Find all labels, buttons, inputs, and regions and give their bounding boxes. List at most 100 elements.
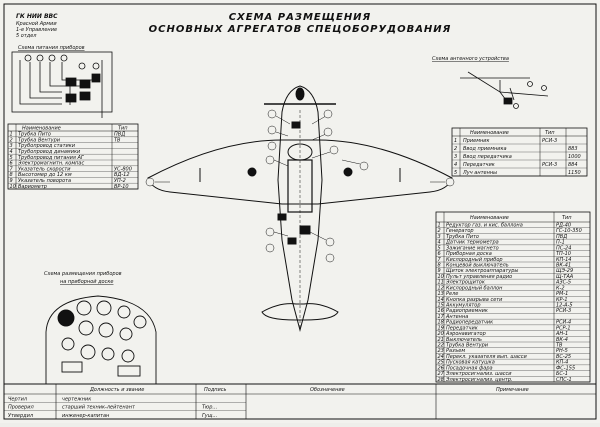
equip-row-type: СПС-1	[556, 377, 572, 383]
tb-row-duty: инженер-капитан	[62, 413, 110, 419]
tb-col-sign: Подпись	[204, 387, 227, 393]
equip-row-name: Передатчик	[446, 325, 478, 331]
pitot-row-type: ВР-10	[114, 184, 129, 190]
pitot-row-name: Трубка Пито	[18, 132, 51, 138]
equip-row-name: Электрощиток	[445, 280, 485, 286]
equip-row-name: Датчик термометра	[445, 240, 499, 246]
pitot-row-name: Электромагнитн. компас	[17, 161, 84, 167]
equip-row-name: Реле	[446, 291, 458, 297]
org-line2: Красной Армии	[16, 21, 57, 27]
equip-row-type: РМ-1	[556, 291, 568, 297]
equip-row-name: Электросигнализ. шасси	[445, 371, 512, 377]
equip-row-num: 17	[438, 314, 445, 320]
equip-row-name: Разъем	[446, 348, 465, 354]
antenna-col-type: Тип	[545, 130, 555, 136]
equip-row-name: Электросигнализ. центр.	[445, 377, 513, 383]
equip-row-type: ТП-10	[556, 251, 571, 257]
equip-row-name: Пусковая катушка	[446, 360, 495, 366]
pitot-row-type: УС-800	[114, 166, 132, 172]
equip-row-name: Пульт управления радио	[446, 274, 512, 280]
equip-row-type: РСИ-3	[556, 308, 571, 314]
aircraft-fuselage	[277, 85, 323, 332]
tb-row-sign: Тюр...	[202, 405, 217, 411]
equip-row-num: 13	[438, 291, 444, 297]
pitot-scheme	[11, 51, 113, 118]
equip-row-num: 15	[438, 303, 444, 309]
pitot-row-name: Трубка Вентури	[18, 137, 61, 143]
panel-caption-2: на приборной доске	[60, 279, 113, 285]
pitot-row-name: Трубопровод статики	[18, 143, 76, 149]
gauge-7	[98, 322, 114, 338]
tb-row-role: Чертил	[8, 396, 28, 402]
equip-row-type: ВК-41	[556, 263, 571, 269]
gauge-1	[57, 309, 75, 327]
aircraft-wings	[147, 139, 453, 205]
equip-row-num: 22	[438, 343, 444, 349]
equip-row-name: Радиоприемник	[446, 308, 488, 314]
equip-row-name: Трубка Пито	[446, 234, 479, 240]
equip-row-type: КП-4	[556, 360, 568, 366]
equip-row-num: 16	[438, 308, 444, 314]
equip-row-num: 21	[438, 337, 444, 343]
antenna-row-name: Луч антенны	[462, 170, 497, 176]
equip-row-type: К-2	[556, 285, 565, 291]
tb-row-role: Проверил	[8, 405, 34, 411]
antenna-row-num: 5	[454, 170, 457, 176]
pitot-row-num: 2	[10, 137, 13, 143]
equip-row-type: П-1	[556, 240, 565, 246]
equip-row-num: 27	[438, 371, 445, 377]
antenna-row-code: 884	[568, 162, 578, 168]
equip-row-num: 4	[438, 240, 441, 246]
equip-row-name: Щиток электроаппаратуры	[446, 268, 518, 274]
org-line4: 5 отдел	[16, 33, 37, 39]
equip-row-type: Щ-ТАА	[556, 274, 574, 280]
pitot-row-num: 5	[10, 155, 13, 161]
antenna-row-code: 883	[568, 146, 578, 152]
equip-row-type: КП-14	[556, 257, 571, 263]
gauge-2	[76, 300, 92, 316]
tb-row-duty: чертежник	[62, 396, 91, 402]
tb-row-role: Утвердил	[8, 413, 34, 419]
equip-row-num: 23	[438, 348, 444, 354]
equip-row-name: Кнопка разрыва сети	[446, 297, 503, 303]
pitot-caption: Схема питания приборов	[18, 45, 85, 51]
tb-col-note: Примечание	[496, 387, 529, 393]
equip-row-num: 18	[438, 320, 444, 326]
equip-row-num: 3	[438, 234, 441, 240]
pitot-row-name: Трубопровод питания АГ	[18, 155, 85, 161]
pitot-col-type: Тип	[118, 126, 128, 132]
antenna-row-num: 1	[454, 138, 457, 144]
antenna-row-code: 1000	[568, 154, 581, 160]
tb-col-desig: Обозначение	[310, 387, 345, 393]
equip-col-name: Наименование	[470, 215, 509, 221]
gauge-12	[121, 349, 135, 363]
antenna-row-type: РСИ-3	[542, 138, 557, 144]
pitot-row-name: Трубопровод динамики	[18, 149, 81, 155]
equip-row-num: 26	[438, 365, 444, 371]
equip-row-type: РСР-1	[556, 325, 571, 331]
equip-row-name: Перекл. указателя вып. шасси	[446, 354, 528, 360]
equip-row-type: РСИ-4	[556, 320, 571, 326]
gauge-4	[117, 305, 131, 319]
equip-row-name: Радиопередатчик	[446, 320, 493, 326]
instrument-panel	[45, 295, 157, 385]
antenna-row-type: РСИ-3	[542, 162, 557, 168]
equip-row-type: АН-1	[555, 331, 568, 337]
equip-row-num: 2	[438, 228, 441, 234]
equip-row-num: 12	[438, 285, 444, 291]
pitot-row-num: 6	[10, 161, 13, 167]
pitot-row-num: 8	[10, 172, 13, 178]
equip-row-num: 6	[438, 251, 441, 257]
equip-row-name: Антенна	[445, 314, 468, 320]
antenna-col-name: Наименование	[470, 130, 509, 136]
equip-row-type: ЩЭ-29	[556, 268, 573, 274]
antenna-row-num: 2	[454, 146, 457, 152]
equip-row-type: ПС-24	[556, 245, 571, 251]
antenna-caption: Схема антенного устройства	[432, 56, 509, 62]
gauge-5	[133, 315, 147, 329]
equip-row-num: 24	[438, 354, 444, 360]
pitot-row-num: 3	[10, 143, 13, 149]
org-line3: 1-е Управление	[16, 27, 57, 33]
